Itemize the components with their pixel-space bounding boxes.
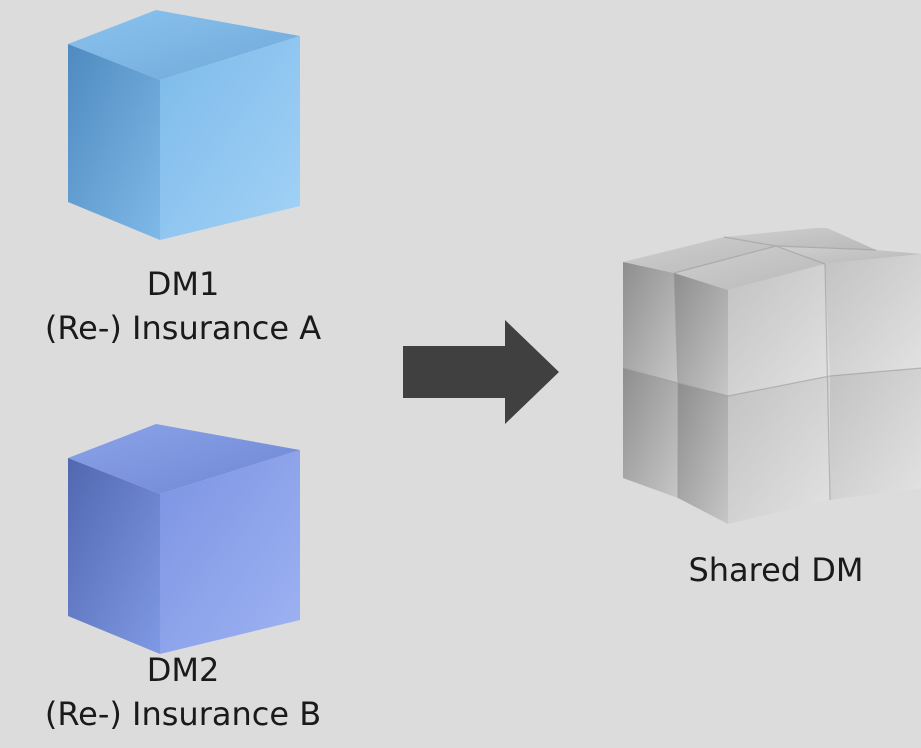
right-arrow-icon [403, 320, 559, 424]
dm2-label: DM2 (Re-) Insurance B [0, 648, 366, 736]
shared-dm-name: Shared DM [688, 551, 864, 589]
dm1-label: DM1 (Re-) Insurance A [0, 262, 366, 350]
dm1-name: DM1 [146, 265, 220, 303]
dm1-subtitle: (Re-) Insurance A [44, 309, 322, 347]
dm2-cube-icon [68, 424, 300, 654]
shared-dm-cube-icon [622, 228, 921, 524]
dm2-name: DM2 [146, 651, 220, 689]
dm2-subtitle: (Re-) Insurance B [44, 695, 322, 733]
shared-dm-label: Shared DM [651, 548, 901, 592]
dm1-cube-icon [68, 10, 300, 240]
